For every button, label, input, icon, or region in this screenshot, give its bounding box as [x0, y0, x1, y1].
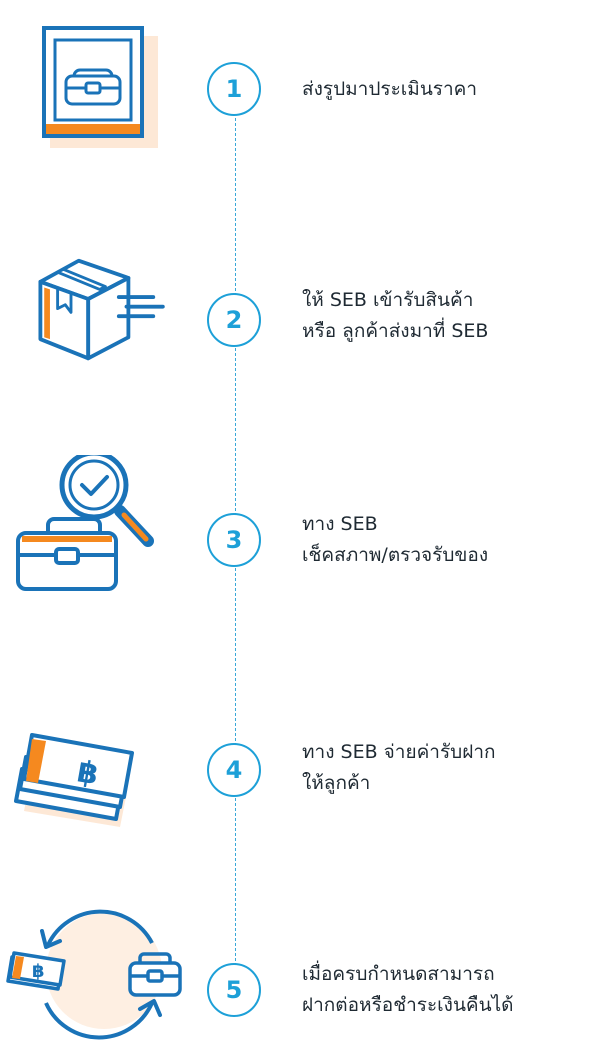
baht-banknotes-icon: ฿ [14, 733, 134, 827]
step-description: ส่งรูปมาประเมินราคา [302, 74, 592, 105]
step-text-line: เมื่อครบกำหนดสามารถ [302, 963, 495, 985]
delivery-box-icon [38, 258, 165, 361]
step-1: 1 ส่งรูปมาประเมินราคา [0, 26, 600, 148]
step-description: ทาง SEB เช็คสภาพ/ตรวจรับของ [302, 509, 592, 571]
photo-frame-briefcase-icon [42, 26, 158, 148]
step-number-badge: 2 [207, 293, 261, 347]
inspect-briefcase-icon [16, 455, 154, 591]
step-text-line: เช็คสภาพ/ตรวจรับของ [302, 544, 489, 566]
step-3: 3 ทาง SEB เช็คสภาพ/ตรวจรับของ [0, 455, 600, 591]
step-text-line: ให้ลูกค้า [302, 772, 371, 794]
step-text-line: ฝากต่อหรือชำระเงินคืนได้ [302, 994, 514, 1016]
step-text-line: ให้ SEB เข้ารับสินค้า [302, 289, 474, 311]
step-description: ให้ SEB เข้ารับสินค้า หรือ ลูกค้าส่งมาที… [302, 285, 592, 347]
step-text-line: หรือ ลูกค้าส่งมาที่ SEB [302, 320, 489, 342]
step-description: ทาง SEB จ่ายค่ารับฝาก ให้ลูกค้า [302, 737, 592, 799]
step-2: 2 ให้ SEB เข้ารับสินค้า หรือ ลูกค้าส่งมา… [0, 255, 600, 365]
step-text-line: ส่งรูปมาประเมินราคา [302, 78, 478, 100]
step-number-badge: 5 [207, 963, 261, 1017]
step-number-badge: 4 [207, 743, 261, 797]
renew-cycle-icon: ฿ [6, 909, 182, 1040]
step-description: เมื่อครบกำหนดสามารถ ฝากต่อหรือชำระเงินคื… [302, 959, 592, 1021]
step-text-line: ทาง SEB [302, 513, 378, 535]
step-4: ฿ 4 ทาง SEB จ่ายค่ารับฝาก ให้ลูกค้า [0, 725, 600, 835]
step-number-badge: 1 [207, 62, 261, 116]
step-5: ฿ 5 เมื่อครบกำหนดสามารถ ฝากต่อหรือชำระเง… [0, 905, 600, 1042]
step-text-line: ทาง SEB จ่ายค่ารับฝาก [302, 741, 496, 763]
svg-text:฿: ฿ [32, 961, 45, 982]
step-number-badge: 3 [207, 513, 261, 567]
